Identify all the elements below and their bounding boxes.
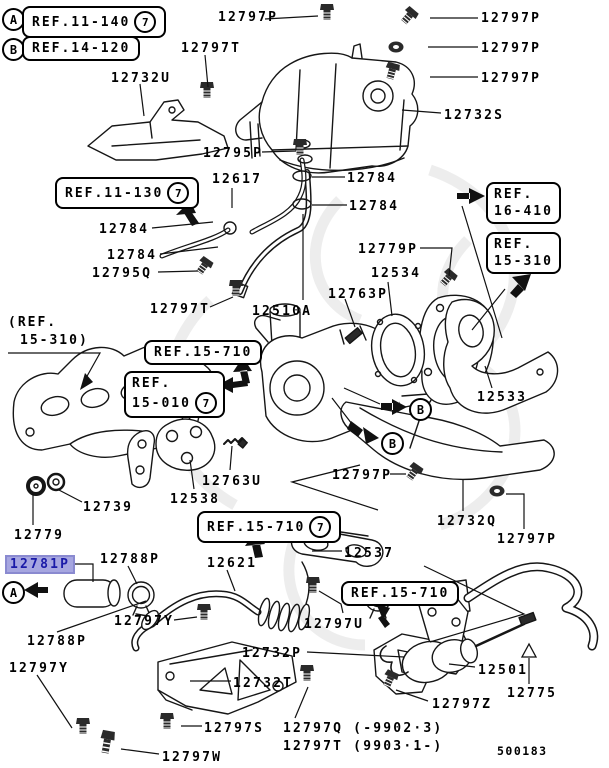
part-label[interactable]: 12795Q (92, 266, 153, 281)
part-label[interactable]: 12732S (444, 108, 505, 123)
part-label[interactable]: 12797T (181, 41, 242, 56)
part-label[interactable]: 12775 (507, 686, 558, 701)
part-label[interactable]: 12621 (207, 556, 258, 571)
part-label[interactable]: 12797P (481, 41, 542, 56)
ref-box-15-710-a: REF.15-710 (144, 340, 263, 365)
part-label[interactable]: 12788P (27, 634, 88, 649)
ref-box-14-120: REF.14-120 (22, 36, 141, 61)
part-label[interactable]: 12795P (203, 146, 264, 161)
ref-text: REF.15-710 (207, 519, 306, 535)
ref-box-15-310: REF. 15-310 (486, 232, 561, 274)
bracket-12732u-art (87, 99, 229, 161)
pipes-art (159, 139, 313, 299)
part-label[interactable]: 12797T (9903·1-) (283, 739, 444, 754)
part-label[interactable]: 12732U (111, 71, 172, 86)
ref-text: 15-310 (494, 254, 553, 269)
callout-b-turbo-2: B (381, 432, 404, 455)
part-label[interactable]: 12739 (83, 500, 134, 515)
part-label[interactable]: 12797S (204, 721, 265, 736)
ref-text: REF.15-710 (351, 586, 450, 601)
pipe-12621-art (131, 561, 311, 652)
part-label[interactable]: 12732T (233, 676, 294, 691)
part-label[interactable]: 12501 (478, 663, 529, 678)
part-label[interactable]: 12788P (100, 552, 161, 567)
part-label[interactable]: 12797P (497, 532, 558, 547)
part-label[interactable]: 12763P (328, 287, 389, 302)
gasket-12538-art (126, 418, 248, 489)
part-label[interactable]: 12797T (150, 302, 211, 317)
pipe-12533-art (443, 298, 559, 414)
callout-b-turbo-1: B (409, 398, 432, 421)
washers-art (26, 472, 66, 496)
part-label[interactable]: 12732P (242, 646, 303, 661)
part-label[interactable]: 12797P (481, 71, 542, 86)
part-label[interactable]: 12779P (358, 242, 419, 257)
part-label[interactable]: 12784 (347, 171, 398, 186)
part-label[interactable]: 12763U (202, 474, 263, 489)
ref-box-15-010: REF. 15-010 7 (124, 371, 225, 418)
part-label[interactable]: 12797P (481, 11, 542, 26)
part-label[interactable]: 12534 (371, 266, 422, 281)
ref-text: REF. (494, 187, 534, 202)
part-label[interactable]: 12797P (332, 468, 393, 483)
part-label[interactable]: 12779 (14, 528, 65, 543)
part-label[interactable]: 12797W (162, 750, 223, 765)
circled-7: 7 (194, 392, 217, 414)
ref-text: REF.15-710 (154, 345, 253, 360)
part-label[interactable]: 12784 (99, 222, 150, 237)
part-label[interactable]: 12797Q (-9902·3) (283, 721, 444, 736)
ref-text: REF.11-140 (32, 14, 131, 30)
ref-box-11-130: REF.11-130 7 (55, 177, 200, 209)
part-label[interactable]: 12538 (170, 492, 221, 507)
ref-box-15-710-b: REF.15-710 7 (197, 511, 342, 543)
part-label[interactable]: 12537 (344, 546, 395, 561)
ref-text: 16-410 (494, 204, 553, 219)
part-label[interactable]: 12797Y (114, 614, 175, 629)
callout-a-hose: A (2, 581, 25, 604)
ref-text: REF.11-130 (65, 185, 164, 201)
ref-text: 15-010 (132, 395, 191, 411)
part-label[interactable]: 12797P (218, 10, 279, 25)
part-label[interactable]: 12617 (212, 172, 263, 187)
drawing-number: 500183 (497, 744, 548, 758)
bracket-12732t-art (157, 641, 297, 715)
actuator-12501-art (379, 591, 537, 684)
ref-text: REF.14-120 (32, 41, 131, 56)
part-label[interactable]: 12732Q (437, 514, 498, 529)
heat-shield-12732q-art (340, 401, 555, 481)
circled-7: 7 (167, 182, 190, 204)
leader-lines (8, 15, 538, 755)
part-label[interactable]: 12533 (477, 390, 528, 405)
ref-text: (REF. (8, 315, 58, 330)
part-label[interactable]: 12797Z (432, 697, 493, 712)
part-label-highlighted[interactable]: 12781P (4, 555, 76, 574)
ref-text: REF. (132, 376, 172, 391)
circled-7: 7 (134, 11, 157, 33)
part-label[interactable]: 12797U (304, 617, 365, 632)
ref-box-11-140: REF.11-140 7 (22, 6, 167, 38)
part-label[interactable]: 12784 (107, 248, 158, 263)
ref-note-15-310: (REF. 15-310) (8, 314, 89, 350)
part-label[interactable]: 12797Y (9, 661, 70, 676)
ref-text: REF. (494, 237, 534, 252)
part-label[interactable]: 12784 (349, 199, 400, 214)
ref-box-15-710-c: REF.15-710 (341, 581, 460, 606)
ref-box-16-410: REF. 16-410 (486, 182, 561, 224)
ref-text: 15-310) (20, 333, 89, 348)
part-label[interactable]: 12510A (252, 304, 313, 319)
circled-7: 7 (309, 516, 332, 538)
